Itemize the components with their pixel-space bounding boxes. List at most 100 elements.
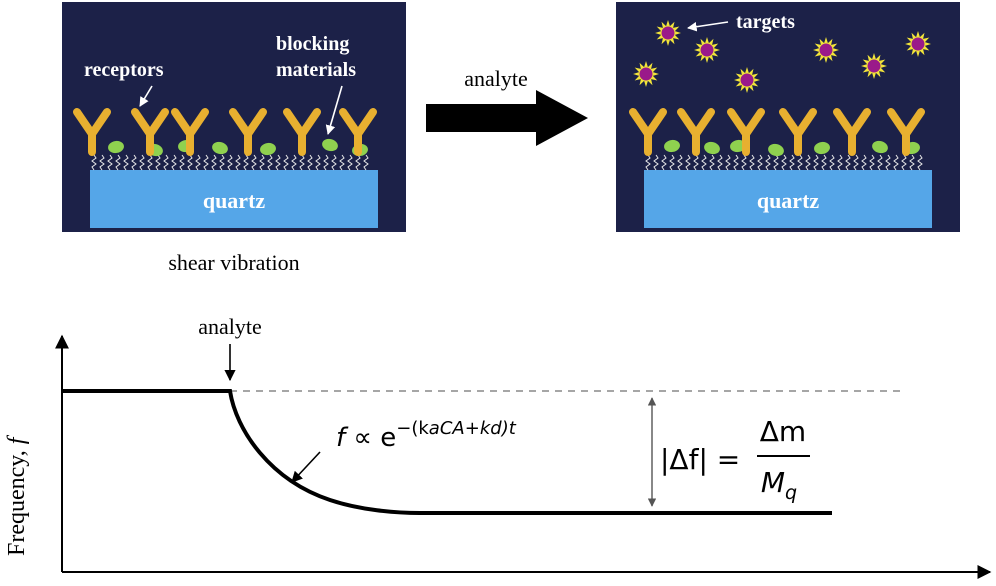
linker-chain — [789, 154, 795, 171]
linker-chain — [331, 154, 337, 171]
linker-chain — [323, 154, 329, 171]
linker-chain — [219, 154, 225, 171]
y-axis-label: Frequency, f — [4, 434, 30, 556]
target-star-icon — [905, 31, 931, 57]
blocking-layer-after — [664, 139, 920, 157]
linker-chain — [179, 154, 185, 171]
target-star-icon — [694, 37, 720, 63]
linker-chain — [307, 154, 313, 171]
quartz-substrate-before — [90, 170, 378, 228]
linker-layer-after — [645, 154, 923, 171]
formula-pointer — [291, 451, 321, 483]
linker-chain — [99, 154, 105, 171]
linker-chain — [909, 154, 915, 171]
blocking-label-line2: materials — [276, 59, 356, 81]
blocking-label-line1: blocking — [276, 33, 349, 55]
linker-chain — [829, 154, 835, 171]
analyte-arrow-shape — [426, 90, 588, 146]
receptors-pointer — [139, 85, 153, 107]
linker-chain — [661, 154, 667, 171]
linker-chain — [773, 154, 779, 171]
linker-chain — [741, 154, 747, 171]
blocking-blob-icon — [322, 138, 338, 152]
linker-chain — [853, 154, 859, 171]
linker-chain — [203, 154, 209, 171]
target-star-icon — [813, 37, 839, 63]
receptor-y-icon — [677, 108, 715, 156]
receptor-y-icon — [727, 108, 765, 156]
receptor-y-icon — [339, 108, 377, 156]
linker-chain — [733, 154, 739, 171]
blocking-blob-icon — [704, 141, 720, 155]
linker-chain — [781, 154, 787, 171]
frequency-graph: Frequency, f analyte f ∝ e−(kaCA+kd)t |Δ… — [4, 314, 992, 579]
linker-chain — [645, 154, 651, 171]
linker-chain — [115, 154, 121, 171]
targets-label: targets — [736, 11, 795, 33]
linker-chain — [299, 154, 305, 171]
linker-chain — [123, 154, 129, 171]
before-panel: quartz receptors blocking materials — [62, 2, 406, 232]
receptor-y-icon — [833, 108, 871, 156]
linker-chain — [211, 154, 217, 171]
receptors-label: receptors — [84, 59, 164, 81]
linker-chain — [363, 154, 369, 171]
linker-chain — [837, 154, 843, 171]
target-star-icon — [861, 53, 887, 79]
linker-chain — [275, 154, 281, 171]
linker-chain — [259, 154, 265, 171]
delta-f-lhs: |Δf| = — [660, 443, 740, 476]
linker-chain — [917, 154, 923, 171]
linker-chain — [701, 154, 707, 171]
linker-chain — [693, 154, 699, 171]
linker-chain — [749, 154, 755, 171]
linker-chain — [765, 154, 771, 171]
linker-chain — [877, 154, 883, 171]
blocking-pointer — [325, 85, 343, 135]
target-star-icon — [734, 67, 760, 93]
targets-pointer — [687, 21, 729, 32]
target-star-icon — [655, 20, 681, 46]
linker-chain — [243, 154, 249, 171]
linker-chain — [139, 154, 145, 171]
linker-chain — [893, 154, 899, 171]
receptor-y-icon — [73, 108, 111, 156]
quartz-label-after: quartz — [757, 188, 820, 213]
linker-chain — [677, 154, 683, 171]
receptor-y-icon — [629, 108, 667, 156]
receptor-y-icon — [779, 108, 817, 156]
linker-chain — [339, 154, 345, 171]
linker-chain — [147, 154, 153, 171]
after-panel: quartz targets — [616, 2, 960, 232]
receptor-y-icon — [131, 108, 169, 156]
blocking-blob-icon — [108, 140, 124, 154]
target-layer — [633, 20, 931, 93]
linker-chain — [355, 154, 361, 171]
linker-chain — [685, 154, 691, 171]
blocking-blob-icon — [814, 141, 830, 155]
linker-chain — [845, 154, 851, 171]
frequency-curve — [62, 389, 832, 515]
linker-chain — [901, 154, 907, 171]
linker-chain — [869, 154, 875, 171]
linker-chain — [885, 154, 891, 171]
linker-chain — [669, 154, 675, 171]
linker-chain — [717, 154, 723, 171]
delta-f-numerator: Δm — [760, 415, 806, 448]
linker-chain — [251, 154, 257, 171]
linker-chain — [291, 154, 297, 171]
receptor-y-icon — [887, 108, 925, 156]
linker-chain — [107, 154, 113, 171]
blocking-blob-icon — [768, 143, 784, 157]
blocking-blob-icon — [260, 142, 276, 156]
shear-vibration-label: shear vibration — [168, 250, 299, 275]
analyte-arrow-label: analyte — [464, 66, 528, 91]
curve-formula: f ∝ e−(kaCA+kd)t — [336, 418, 517, 453]
analyte-marker-label: analyte — [198, 314, 262, 339]
linker-chain — [757, 154, 763, 171]
linker-chain — [131, 154, 137, 171]
linker-chain — [347, 154, 353, 171]
linker-chain — [163, 154, 169, 171]
